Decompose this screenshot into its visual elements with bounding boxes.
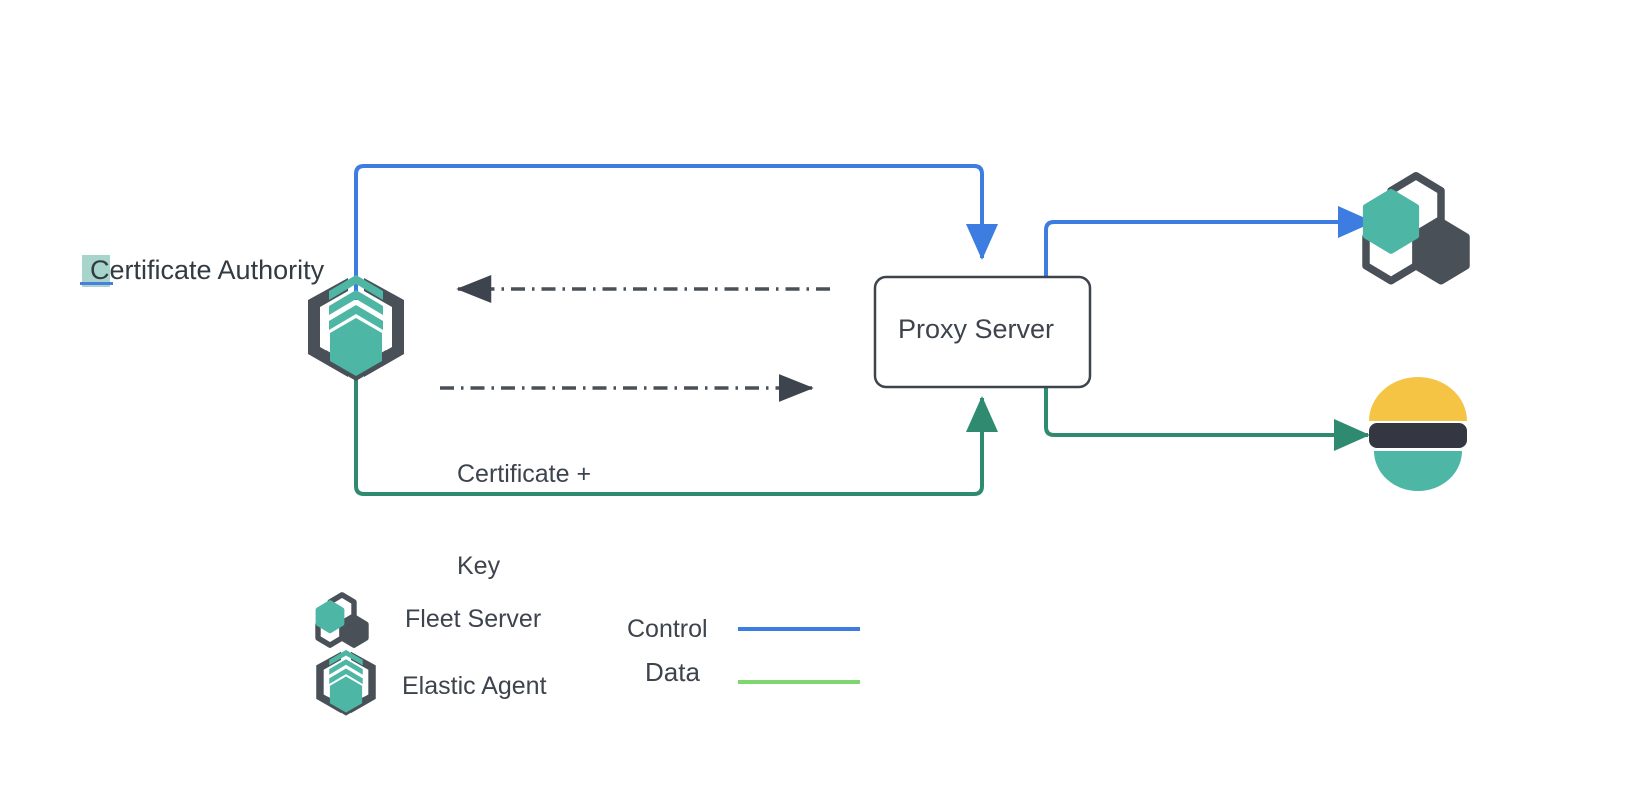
fleet-server-icon [1362, 172, 1470, 285]
elasticsearch-icon [1369, 377, 1467, 491]
certificate-key-line-1: Certificate + [457, 460, 592, 488]
elastic-agent-icon [308, 275, 404, 381]
proxy-server-node[interactable] [873, 275, 1092, 389]
data-flow-proxy-to-elasticsearch [1044, 386, 1370, 451]
proxy-server-label: Proxy Server [898, 314, 1055, 344]
legend-item-label-elastic-agent: Elastic Agent [402, 672, 547, 700]
certificate-authority-text-highlight [82, 255, 110, 287]
certificate-key-edge-label: Certificate + Key [457, 398, 591, 612]
certificate-authority-label: Certificate Authority [90, 255, 325, 285]
certificate-key-line-2: Key [457, 551, 501, 580]
data-flow-agent-to-proxy [354, 368, 998, 496]
legend-fleet-server-icon [315, 592, 369, 648]
legend-elastic-agent-icon [316, 649, 376, 716]
control-flow-proxy-to-fleet [1044, 206, 1374, 278]
legend-line-label-control: Control [627, 615, 708, 643]
control-flow-agent-to-proxy [354, 164, 998, 300]
legend-line-label-data: Data [645, 657, 700, 687]
legend-item-label-fleet-server: Fleet Server [405, 605, 542, 633]
certificate-authority-cursor-underline [80, 282, 113, 285]
